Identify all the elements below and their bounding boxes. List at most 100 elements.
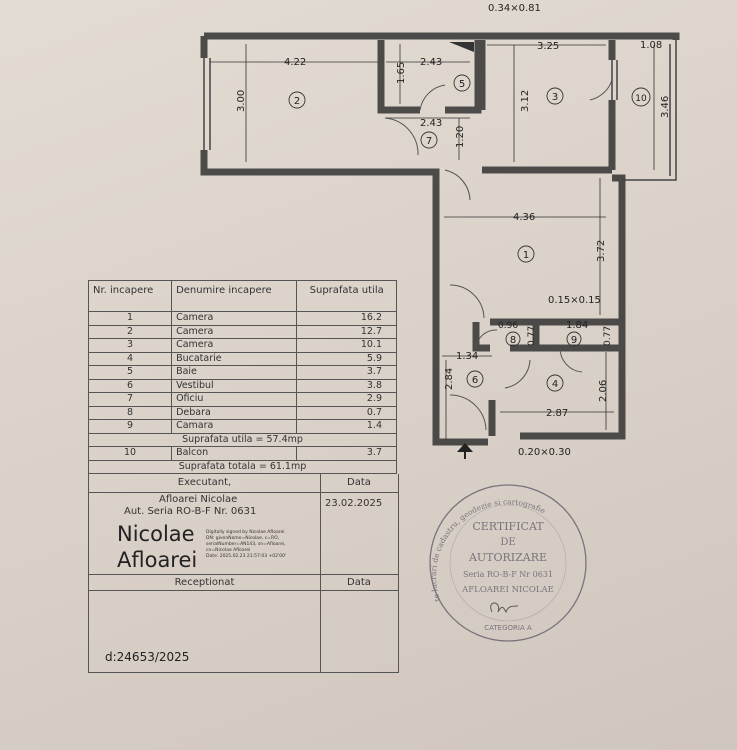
table-cell: 4 (87, 351, 173, 366)
dim-label: 1.65 (396, 62, 407, 84)
dim-label: 3.72 (596, 240, 607, 262)
sig-line: Digitally signed by Nicolae Afloarei (206, 530, 285, 535)
date-label: Data (320, 474, 398, 493)
table-cell: 7 (87, 392, 173, 407)
table-cell: Oficiu (171, 392, 298, 407)
dim-label: 3.12 (520, 90, 531, 112)
dim-label: 3.00 (236, 90, 247, 112)
stamp-line: AUTORIZARE (468, 551, 547, 564)
room-number: 4 (552, 379, 558, 390)
table-header: Denumire incapere (171, 280, 298, 312)
dim-label: 2.87 (546, 408, 568, 419)
table-cell: 3 (87, 338, 173, 353)
dim-label: 0.15×0.15 (548, 295, 601, 306)
sig-line: DN: givenName=Nicolae, c=RO, (206, 536, 280, 541)
room-number: 2 (294, 96, 300, 107)
table-cell: 16.2 (296, 311, 397, 326)
document-id: d:24653/2025 (105, 650, 190, 664)
authorization-number: Aut. Seria RO-B-F Nr. 0631 (124, 506, 257, 517)
table-cell: 0.7 (296, 405, 397, 420)
room-number: 9 (571, 335, 577, 346)
dim-label: 0.96 (498, 321, 518, 331)
room-number: 8 (510, 335, 516, 346)
table-cell: 2 (87, 324, 173, 339)
table-cell: Debara (171, 405, 298, 420)
room-number: 7 (426, 136, 432, 147)
digital-signature-name: Afloarei (117, 548, 198, 572)
dim-label: 1.20 (455, 126, 466, 148)
table-cell: 1.4 (296, 419, 397, 434)
stamp-category: CATEGORIA A (484, 624, 532, 632)
receptionat-label: Receptionat (89, 574, 320, 591)
dim-label: 1.84 (566, 320, 588, 331)
table-cell: Baie (171, 365, 298, 380)
dim-label: 2.43 (420, 118, 442, 129)
digital-signature-name: Nicolae (117, 522, 195, 546)
table-cell: 1 (87, 311, 173, 326)
table-cell: 3.8 (296, 378, 397, 393)
signature-date: 23.02.2025 (325, 498, 383, 509)
useful-area-total: Suprafata utila = 57.4mp (88, 432, 397, 447)
digital-signature-details: Digitally signed by Nicolae Afloarei DN:… (206, 530, 286, 560)
signature-block: Executant, Data Afloarei Nicolae Aut. Se… (88, 474, 399, 673)
room-number: 5 (459, 79, 465, 90)
sig-line: Date: 2025.02.23 21:57:03 +02'00' (206, 554, 287, 559)
table-cell: 5 (87, 365, 173, 380)
dim-label: 2.43 (420, 57, 442, 68)
dim-label: 2.06 (598, 380, 609, 402)
executant-label: Executant, (89, 474, 321, 493)
dim-label: 1.08 (640, 40, 662, 51)
table-cell: Camera (171, 324, 298, 339)
dim-label: 4.22 (284, 57, 306, 68)
date-label-2: Data (320, 574, 398, 591)
grand-total: Suprafata totala = 61.1mp (88, 459, 397, 474)
dim-label: 2.84 (444, 368, 455, 390)
dim-label: 3.25 (537, 41, 559, 52)
table-cell: Camera (171, 311, 298, 326)
table-cell: 9 (87, 419, 173, 434)
table-cell: 3.7 (296, 365, 397, 380)
table-cell: Balcon (171, 446, 298, 461)
stamp-line: CERTIFICAT (472, 520, 544, 533)
table-cell: 6 (87, 378, 173, 393)
dim-label: 0.77 (603, 326, 613, 346)
stamp-name: AFLOAREI NICOLAE (461, 585, 554, 595)
table-cell: 5.9 (296, 351, 397, 366)
room-number: 10 (635, 94, 647, 104)
room-number: 1 (523, 250, 529, 261)
table-cell: Camara (171, 419, 298, 434)
stamp-line: DE (500, 537, 515, 548)
dim-label: 0.20×0.30 (518, 447, 571, 458)
room-number: 3 (552, 92, 558, 103)
table-cell: 10.1 (296, 338, 397, 353)
executant-name: Afloarei Nicolae (159, 494, 238, 505)
table-cell: 8 (87, 405, 173, 420)
dim-label: 0.77 (527, 326, 537, 346)
table-header: Nr. incapere (87, 280, 173, 312)
table-cell: Bucatarie (171, 351, 298, 366)
table-cell: 3.7 (296, 446, 397, 461)
table-cell: 12.7 (296, 324, 397, 339)
table-header: Suprafata utila (296, 280, 397, 312)
dim-label: 0.34×0.81 (488, 3, 541, 14)
sig-line: serialNumber=AN143, sn=Afloarei, (206, 542, 286, 547)
sig-line: cn=Nicolae Afloarei (206, 548, 251, 553)
shaft-marker (449, 42, 474, 52)
dim-label: 3.46 (660, 96, 671, 118)
entrance-arrow-icon (457, 443, 473, 459)
table-cell: Camera (171, 338, 298, 353)
dim-label: 4.36 (513, 212, 535, 223)
table-cell: 10 (87, 446, 173, 461)
room-number: 6 (472, 375, 478, 386)
table-cell: Vestibul (171, 378, 298, 393)
